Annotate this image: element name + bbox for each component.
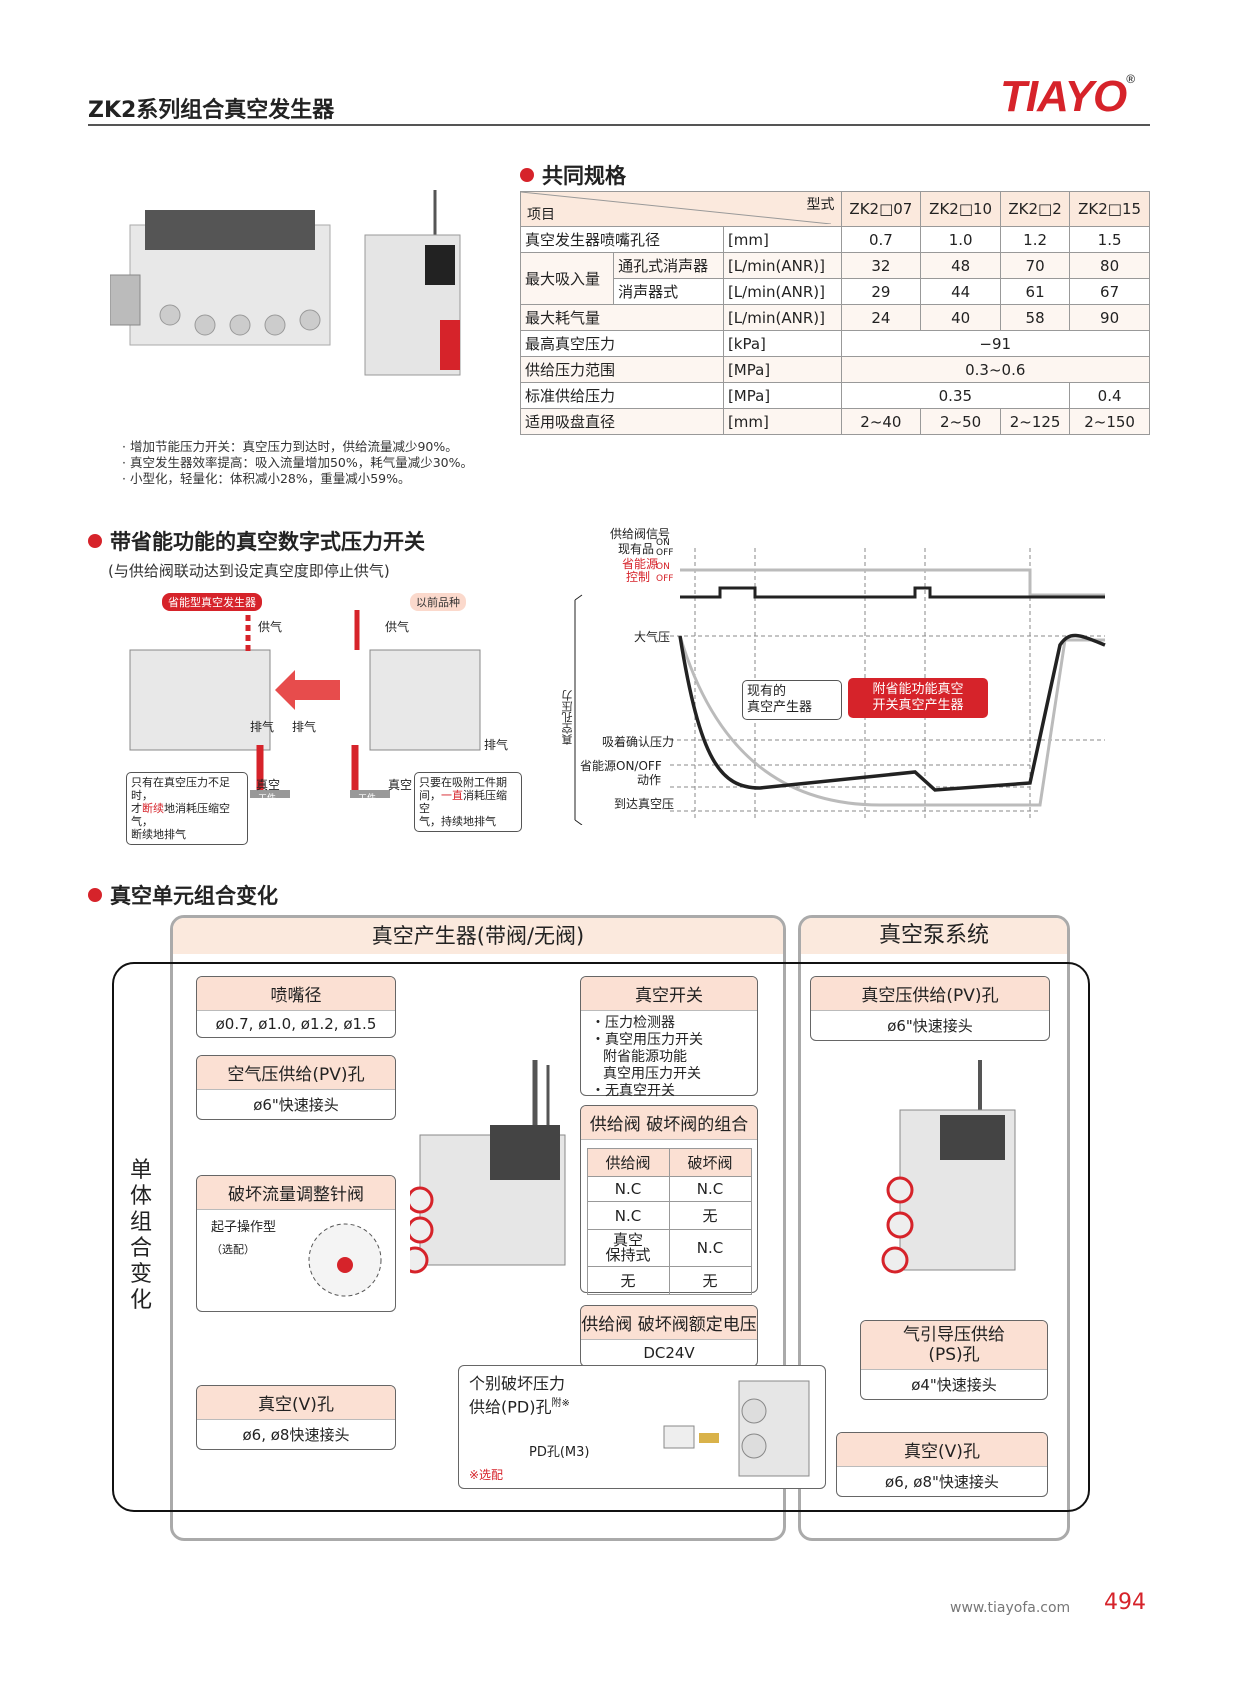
bullet-icon xyxy=(88,888,102,902)
combo-section-title: 真空单元组合变化 xyxy=(88,880,278,910)
ejector-frame: 真空产生器(带阀/无阀) xyxy=(170,915,786,1541)
bullet-icon xyxy=(88,534,102,548)
pump-frame-title: 真空泵系统 xyxy=(801,918,1067,954)
switch-section-subtitle: (与供给阀联动达到设定真空度即停止供气) xyxy=(108,562,390,580)
manifold-product-image xyxy=(110,210,331,346)
spec-header-cell: 型式 项目 xyxy=(520,191,842,227)
feature-list: · 增加节能压力开关：真空压力到达时，供给流量减少90%。 · 真空发生器效率提… xyxy=(122,439,473,487)
ejector-unit-image xyxy=(410,1060,566,1274)
needle-valve-detail-icon xyxy=(308,1223,382,1297)
energy-saving-illustration: 工件 工件 xyxy=(129,610,481,804)
needle-valve-box: 破坏流量调整针阀 起子操作型 （选配） xyxy=(196,1175,396,1312)
pd-port-box: 个别破坏压力 供给(PD)孔附※ PD孔(M3) ※选配 xyxy=(458,1365,826,1489)
spec-row-max-vacuum: 最高真空压力[kPa] −91 xyxy=(520,330,1151,357)
label-energy-saving-generator: 附省能功能真空开关真空产生器 xyxy=(848,678,988,718)
vacuum-switch-box: 真空开关 ・压力检测器 ・真空用压力开关 附省能源功能 真空用压力开关 ・无真空… xyxy=(580,976,758,1099)
footer-url: www.tiayofa.com xyxy=(950,1600,1071,1616)
diagonal-divider xyxy=(521,192,831,224)
spec-row-supply-range: 供给压力范围[MPa] 0.3~0.6 xyxy=(520,356,1151,383)
header-divider xyxy=(88,124,1150,126)
tag-new-product: 省能型真空发生器 xyxy=(162,593,262,611)
svg-text:工件: 工件 xyxy=(258,792,276,804)
page-title: ZK2系列组合真空发生器 xyxy=(88,98,335,123)
bullet-icon xyxy=(520,168,534,182)
ejector-frame-title: 真空产生器(带阀/无阀) xyxy=(173,918,783,954)
single-unit-product-image xyxy=(364,190,461,376)
page-number: 494 xyxy=(1104,1590,1146,1615)
pump-frame: 真空泵系统 xyxy=(798,915,1070,1541)
pd-port-image xyxy=(663,1380,810,1477)
switch-section-title: 带省能功能的真空数字式压力开关 xyxy=(88,526,425,556)
feature-item: · 真空发生器效率提高：吸入流量增加50%，耗气量减少30%。 xyxy=(122,455,474,470)
label-existing-generator: 现有的真空产生器 xyxy=(742,680,842,720)
note-new-product: 只有在真空压力不足时， 才断续地消耗压缩空气， 断续地排气 xyxy=(126,772,248,845)
pump-unit-image xyxy=(881,1060,1016,1274)
spec-row-std-supply: 标准供给压力[MPa] 0.35 0.4 xyxy=(520,382,1150,409)
spec-table: 型式 项目 ZK2□07 ZK2□10 ZK2□2 ZK2□15 真空发生器喷嘴… xyxy=(519,191,1151,435)
side-label: 单体组 合变化 xyxy=(130,1158,153,1313)
pump-ps-box: 气引导压供给(PS)孔 ø4"快速接头 xyxy=(860,1320,1048,1400)
note-old-product: 只要在吸附工件期 间，一直消耗压缩空 气，持续地排气 xyxy=(414,772,522,832)
feature-item: · 增加节能压力开关：真空压力到达时，供给流量减少90%。 xyxy=(122,439,458,454)
svg-text:工件: 工件 xyxy=(358,792,376,804)
spec-section-title: 共同规格 xyxy=(520,160,626,190)
feature-item: · 小型化，轻量化：体积减小28%，重量减小59%。 xyxy=(122,471,411,486)
tag-old-product: 以前品种 xyxy=(410,593,466,611)
unit-combination-frame xyxy=(112,962,1090,1512)
brand-logo: TIAYO® xyxy=(1000,72,1135,121)
